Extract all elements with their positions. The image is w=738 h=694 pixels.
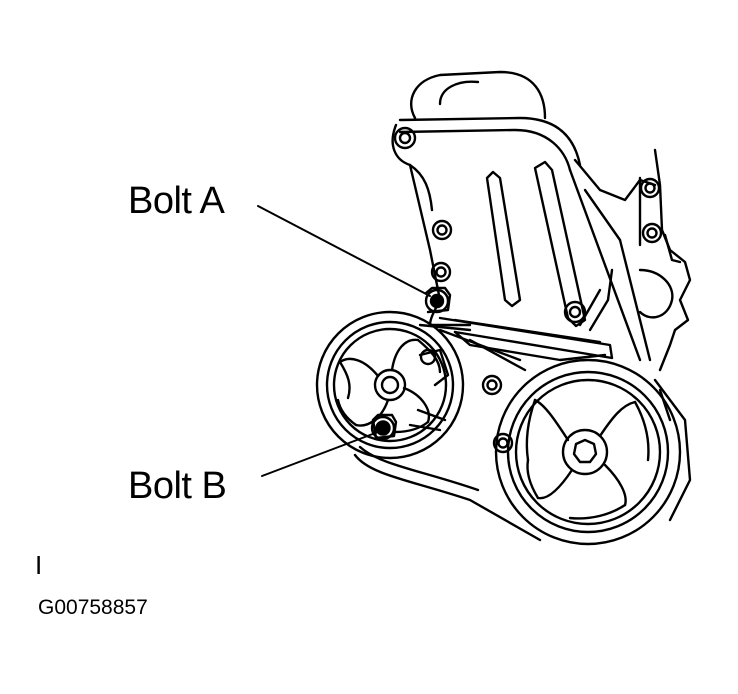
engine-timing-cover	[391, 70, 692, 522]
drive-belt	[353, 323, 542, 542]
bolt-b-label: Bolt B	[128, 465, 227, 507]
left-pulley	[315, 310, 465, 460]
figure-id: G00758857	[38, 596, 148, 619]
figure-mark: I	[35, 550, 43, 580]
bolt-a-leader	[257, 205, 431, 297]
bolt-a	[424, 286, 452, 314]
right-pulley	[494, 358, 682, 546]
cover-bolts	[393, 126, 663, 454]
bolt-a-label: Bolt A	[128, 180, 225, 222]
bolt-b-leader	[261, 431, 379, 477]
bolt-b	[370, 413, 398, 441]
